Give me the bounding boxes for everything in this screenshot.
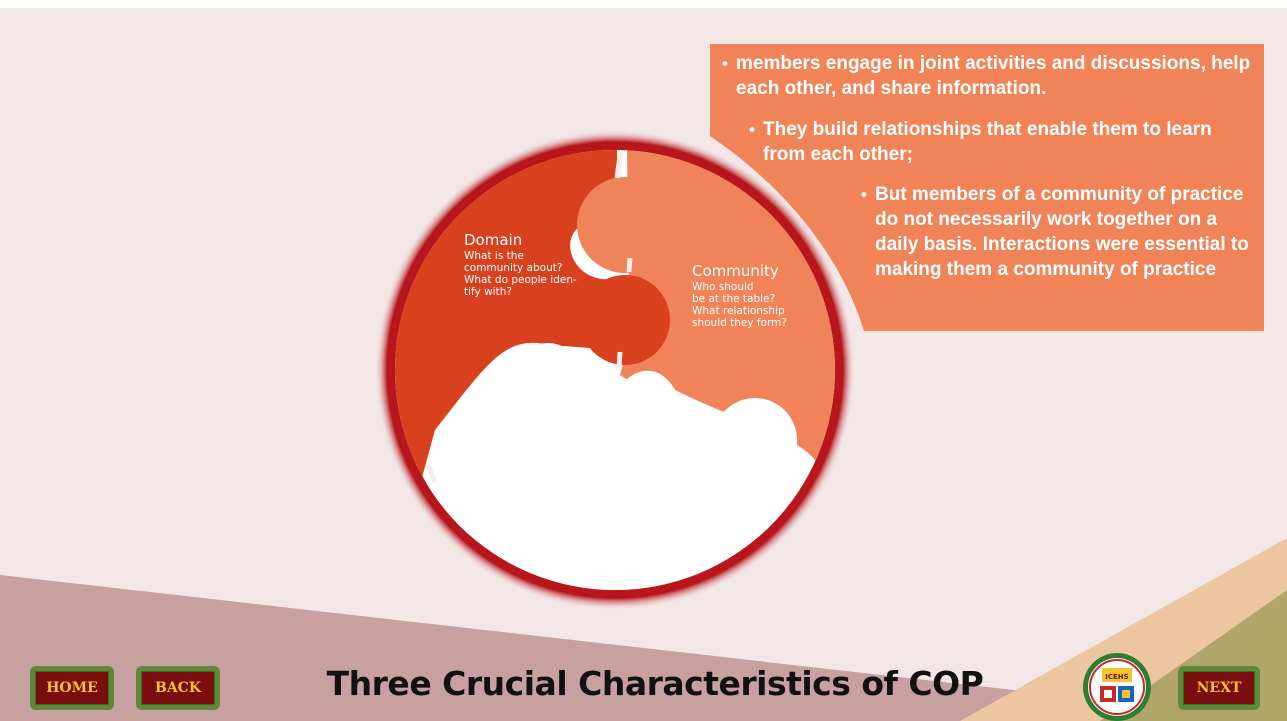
info-box-shape — [710, 44, 1264, 331]
info-box: • members engage in joint activities and… — [710, 44, 1264, 331]
empty-piece-area — [415, 349, 815, 590]
domain-label: Domain What is the community about? What… — [464, 231, 577, 298]
bullet-dot-icon: • — [749, 120, 755, 139]
empty-knob-left — [516, 343, 580, 407]
logo-text: ICEHS — [1105, 673, 1128, 681]
seam-left — [425, 464, 438, 483]
domain-text: What is the community about? What do peo… — [464, 250, 577, 298]
home-button[interactable]: HOME — [30, 666, 114, 710]
bullet-dot-icon: • — [722, 54, 728, 73]
community-text: Who should be at the table? What relatio… — [692, 281, 787, 329]
seam-top — [614, 150, 624, 179]
empty-knob-right — [713, 398, 797, 482]
bullet-1: • members engage in joint activities and… — [722, 51, 1256, 101]
page-title: Three Crucial Characteristics of COP — [326, 664, 984, 703]
bullet-2: • They build relationships that enable t… — [749, 117, 1233, 167]
community-piece — [620, 150, 835, 590]
next-button[interactable]: NEXT — [1178, 666, 1260, 710]
footer-band — [0, 575, 1287, 721]
bullet-3-text: But members of a community of practice d… — [875, 184, 1249, 280]
bullet-3: • But members of a community of practice… — [861, 182, 1255, 282]
bullet-1-text: members engage in joint activities and d… — [736, 53, 1251, 99]
domain-knob — [580, 275, 670, 365]
seam-low — [616, 351, 623, 369]
seam-mid — [626, 257, 633, 273]
bullet-2-text: They build relationships that enable the… — [763, 119, 1212, 165]
top-strip — [0, 0, 1287, 8]
puzzle-wheel — [375, 130, 855, 610]
icehs-seal-icon: ICEHS — [1083, 653, 1151, 721]
domain-title: Domain — [464, 231, 523, 249]
community-knob — [577, 177, 673, 273]
back-button[interactable]: BACK — [136, 666, 220, 710]
community-title: Community — [692, 262, 779, 280]
bullet-dot-icon: • — [861, 185, 867, 204]
community-label: Community Who should be at the table? Wh… — [692, 262, 787, 329]
